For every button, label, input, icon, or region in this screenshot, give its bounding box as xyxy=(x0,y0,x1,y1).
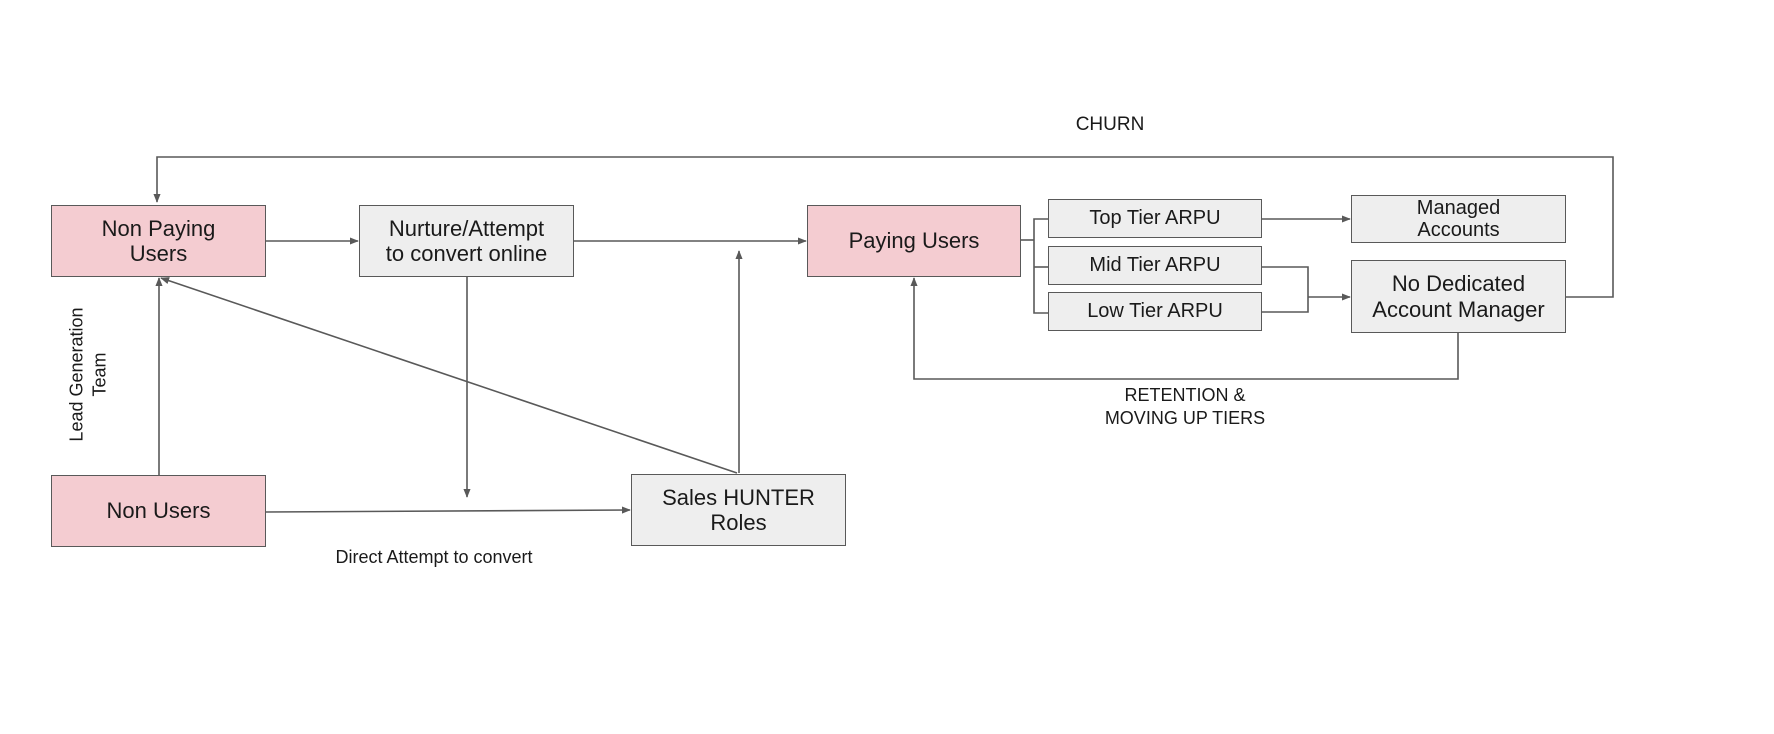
node-nurture: Nurture/Attempt to convert online xyxy=(359,205,574,277)
label-retention: RETENTION & MOVING UP TIERS xyxy=(1104,385,1266,428)
node-top-tier-arpu: Top Tier ARPU xyxy=(1048,199,1262,238)
node-mid-tier-arpu: Mid Tier ARPU xyxy=(1048,246,1262,285)
label-lead-generation-team: Lead Generation Team xyxy=(66,307,110,442)
node-non-paying-users: Non Paying Users xyxy=(51,205,266,277)
node-label: Paying Users xyxy=(848,228,980,254)
edge-retention-loop xyxy=(910,277,1459,380)
node-label: Managed Accounts xyxy=(1416,197,1501,241)
node-managed-accounts: Managed Accounts xyxy=(1351,195,1566,243)
node-no-dedicated-account-manager: No Dedicated Account Manager xyxy=(1351,260,1566,333)
node-non-users: Non Users xyxy=(51,475,266,547)
node-sales-hunter-roles: Sales HUNTER Roles xyxy=(631,474,846,546)
node-paying-users: Paying Users xyxy=(807,205,1021,277)
edge-tier-bracket xyxy=(1033,218,1048,314)
edge-mid-low-merge xyxy=(1262,266,1309,313)
label-direct-attempt: Direct Attempt to convert xyxy=(335,547,533,567)
node-label: Mid Tier ARPU xyxy=(1089,254,1221,276)
edge-sales-to-nonpaying xyxy=(160,277,738,474)
node-label: Non Users xyxy=(106,498,211,524)
node-label: Nurture/Attempt to convert online xyxy=(385,215,548,266)
node-label: No Dedicated Account Manager xyxy=(1372,271,1545,322)
edge-nonusers-to-sales xyxy=(265,506,631,514)
node-label: Non Paying Users xyxy=(101,215,216,266)
node-low-tier-arpu: Low Tier ARPU xyxy=(1048,292,1262,331)
node-label: Top Tier ARPU xyxy=(1089,207,1221,229)
node-label: Sales HUNTER Roles xyxy=(662,484,815,535)
label-churn: CHURN xyxy=(1075,114,1145,135)
edge-churn-loop xyxy=(153,156,1614,298)
node-label: Low Tier ARPU xyxy=(1087,300,1223,322)
